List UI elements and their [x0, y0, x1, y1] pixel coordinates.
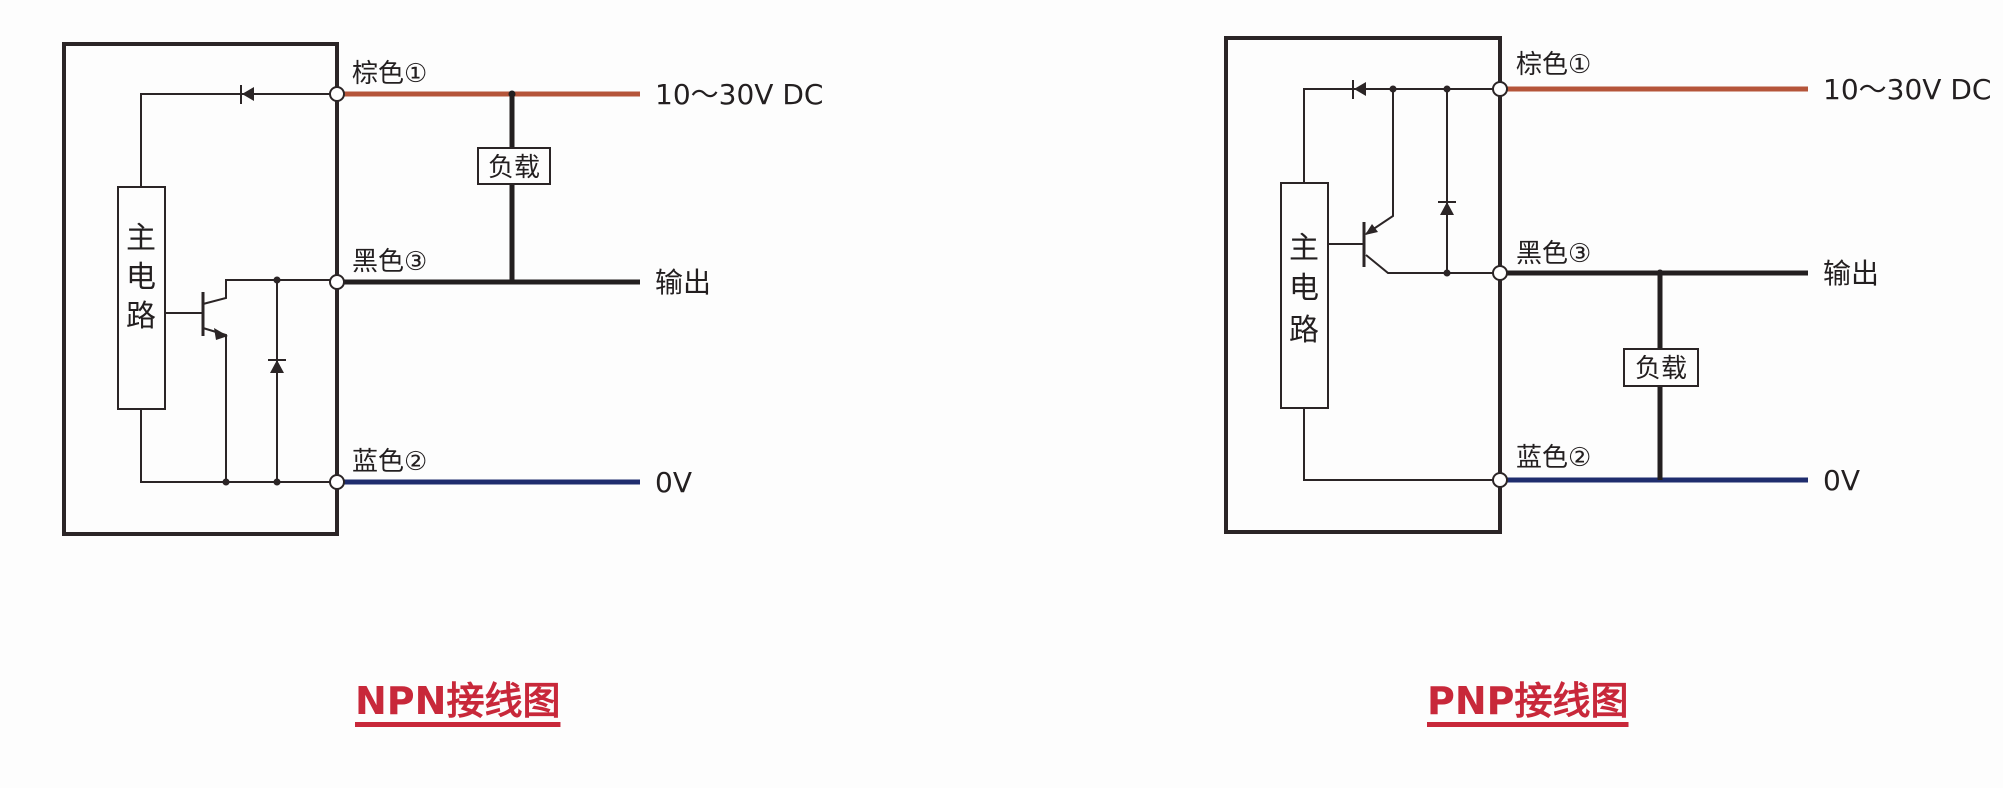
pnp-transistor-icon — [1328, 89, 1500, 274]
npn-black-label: 黑色③ — [352, 247, 427, 277]
pnp-protection-diode-icon — [1438, 201, 1456, 215]
npn-terminal-brown — [329, 86, 345, 102]
npn-diagram-title: NPN接线图 — [355, 679, 561, 723]
npn-blue-label: 蓝色② — [352, 447, 427, 477]
pnp-load-box — [1623, 348, 1699, 387]
pnp-ground-signal: 0V — [1823, 464, 1860, 497]
npn-main-char-1: 主 — [126, 221, 156, 256]
pnp-black-label: 黑色③ — [1516, 239, 1591, 269]
pnp-supply-diode-icon — [1352, 80, 1366, 99]
npn-brown-label: 棕色① — [352, 59, 427, 89]
pnp-output-signal: 输出 — [1823, 257, 1879, 290]
npn-main-char-3: 路 — [126, 299, 156, 334]
pnp-terminal-black — [1492, 265, 1508, 281]
pnp-main-char-1: 主 — [1289, 231, 1319, 266]
pnp-diagram-title: PNP接线图 — [1427, 679, 1629, 723]
pnp-main-char-2: 电 — [1289, 271, 1319, 306]
pnp-terminal-blue — [1492, 472, 1508, 488]
npn-diagram: 主 电 路 — [62, 42, 823, 536]
pnp-blue-label: 蓝色② — [1516, 443, 1591, 473]
npn-terminal-black — [329, 274, 345, 290]
pnp-diagram: 主 电 路 负载 — [1224, 36, 1991, 534]
pnp-brown-label: 棕色① — [1516, 50, 1591, 80]
npn-load-label: 负载 — [488, 153, 540, 183]
pnp-supply-signal: 10～30V DC — [1823, 73, 1991, 106]
npn-main-circuit-box — [117, 186, 166, 410]
pnp-sensor-housing — [1224, 36, 1502, 534]
npn-protection-diode-icon — [268, 359, 286, 373]
pnp-load-label: 负载 — [1635, 354, 1687, 384]
npn-supply-signal: 10～30V DC — [655, 78, 823, 111]
npn-supply-diode-icon — [240, 85, 254, 104]
npn-load-box — [477, 147, 551, 185]
npn-transistor-icon — [165, 279, 337, 482]
npn-terminal-blue — [329, 474, 345, 490]
pnp-main-char-3: 路 — [1289, 313, 1319, 348]
npn-ground-signal: 0V — [655, 466, 692, 499]
npn-sensor-housing — [62, 42, 339, 536]
pnp-terminal-brown — [1492, 81, 1508, 97]
npn-main-char-2: 电 — [126, 260, 156, 295]
npn-output-signal: 输出 — [655, 266, 711, 299]
